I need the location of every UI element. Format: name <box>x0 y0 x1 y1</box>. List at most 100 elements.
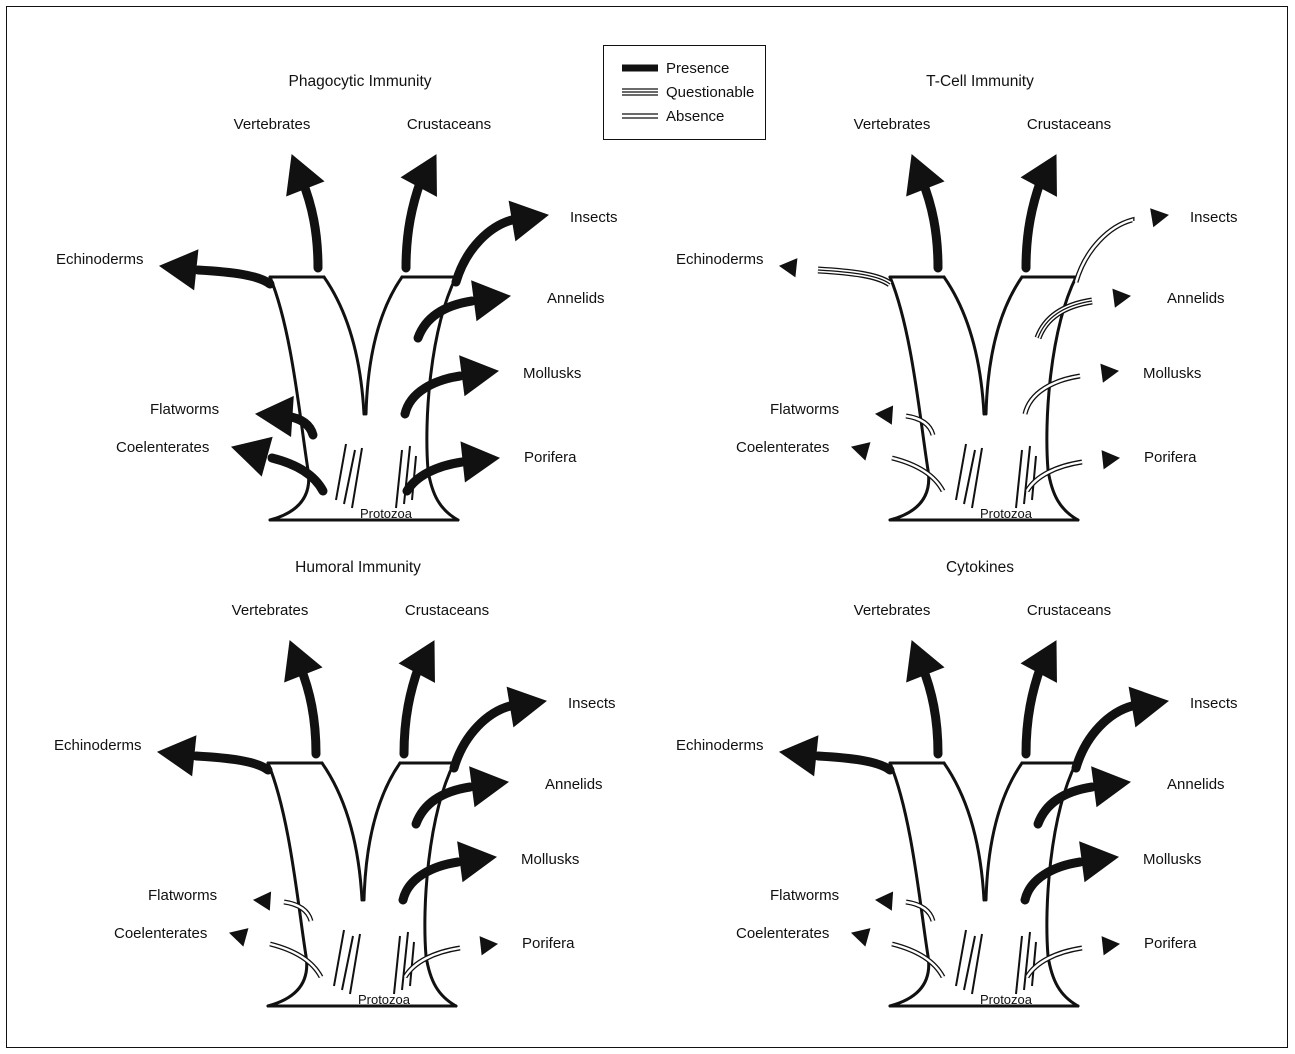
base-strands <box>334 930 414 994</box>
trunk-stroke-4 <box>986 277 1022 414</box>
legend: Presence Questionable Absence <box>603 45 766 140</box>
echinoderms-line <box>196 756 268 770</box>
label-coelenterates: Coelenterates <box>114 925 207 942</box>
insects-line-inner <box>1076 220 1132 282</box>
vertebrates-line <box>302 180 318 268</box>
trunk-stroke-2 <box>890 763 929 1006</box>
insects-arrowhead <box>1129 687 1168 726</box>
annelids-line <box>416 787 470 824</box>
label-protozoa: Protozoa <box>980 506 1033 521</box>
label-title: Phagocytic Immunity <box>289 73 432 90</box>
absence-line-swatch <box>622 110 658 122</box>
label-porifera: Porifera <box>524 449 577 466</box>
flatworms-arrowhead <box>256 397 293 437</box>
base-strand-0 <box>336 444 346 500</box>
branch-mollusks-presence <box>405 356 498 414</box>
branch-crustaceans-presence <box>402 155 437 268</box>
vertebrates-line <box>922 666 938 754</box>
trunk-stroke-4 <box>986 763 1022 900</box>
coelenterates-line-inner <box>270 944 321 977</box>
base-strand-4 <box>1024 446 1030 504</box>
label-title: Humoral Immunity <box>295 559 421 576</box>
label-porifera: Porifera <box>1144 449 1197 466</box>
label-insects: Insects <box>570 209 618 226</box>
label-mollusks: Mollusks <box>521 851 579 868</box>
insects-line <box>1076 706 1132 768</box>
branch-porifera-presence <box>407 442 499 491</box>
branch-flatworms-absence <box>876 892 933 921</box>
insects-arrowhead <box>507 687 546 726</box>
base-strand-3 <box>394 936 400 994</box>
trunk-stroke-4 <box>364 763 400 900</box>
label-protozoa: Protozoa <box>360 506 413 521</box>
label-coelenterates: Coelenterates <box>736 439 829 456</box>
mollusks-line <box>405 376 460 414</box>
porifera-arrowhead <box>1102 937 1119 954</box>
branch-flatworms-absence <box>254 892 311 921</box>
base-strand-0 <box>956 930 966 986</box>
coelenterates-line-outer <box>892 458 943 491</box>
label-flatworms: Flatworms <box>148 887 217 904</box>
coelenterates-arrowhead <box>232 437 272 475</box>
branch-insects-presence <box>1076 687 1168 768</box>
trunk-stroke-3 <box>944 763 984 900</box>
base-strands <box>956 930 1036 994</box>
branch-vertebrates-presence <box>907 155 944 268</box>
branch-echinoderms-questionable <box>780 259 890 284</box>
branch-crustaceans-presence <box>1022 641 1057 754</box>
trunk-stroke-3 <box>324 277 364 414</box>
echinoderms-arrowhead <box>160 250 198 289</box>
base-strands <box>956 444 1036 508</box>
label-vertebrates: Vertebrates <box>234 116 311 133</box>
base-strands <box>336 444 416 508</box>
echinoderms-line <box>198 270 270 284</box>
label-flatworms: Flatworms <box>770 401 839 418</box>
label-echinoderms: Echinoderms <box>676 737 764 754</box>
coelenterates-line <box>272 458 323 491</box>
coelenterates-line-outer <box>892 944 943 977</box>
branch-mollusks-presence <box>1025 842 1118 900</box>
label-annelids: Annelids <box>1167 776 1225 793</box>
label-coelenterates: Coelenterates <box>116 439 209 456</box>
annelids-line <box>1038 787 1092 824</box>
trunk-stroke-2 <box>890 277 929 520</box>
mollusks-arrowhead <box>1101 364 1118 381</box>
branch-crustaceans-presence <box>400 641 435 754</box>
label-annelids: Annelids <box>1167 290 1225 307</box>
echinoderms-line <box>818 756 890 770</box>
echinoderms-arrowhead <box>780 259 797 277</box>
coelenterates-line-inner <box>892 458 943 491</box>
label-crustaceans: Crustaceans <box>405 602 489 619</box>
coelenterates-line-outer <box>270 944 321 977</box>
branch-echinoderms-presence <box>780 736 890 775</box>
branch-annelids-questionable <box>1038 289 1130 338</box>
label-echinoderms: Echinoderms <box>56 251 144 268</box>
mollusks-line <box>1025 862 1080 900</box>
crustaceans-line <box>406 180 421 268</box>
flatworms-arrowhead <box>876 406 893 424</box>
label-vertebrates: Vertebrates <box>854 602 931 619</box>
label-flatworms: Flatworms <box>150 401 219 418</box>
label-crustaceans: Crustaceans <box>1027 602 1111 619</box>
coelenterates-arrowhead <box>852 443 870 460</box>
label-echinoderms: Echinoderms <box>676 251 764 268</box>
crustaceans-line <box>404 666 419 754</box>
mollusks-arrowhead <box>460 356 498 395</box>
echinoderms-arrowhead <box>158 736 196 775</box>
panel-humoral-immunity: Humoral ImmunityVertebratesCrustaceansIn… <box>54 559 616 1007</box>
insects-line-outer <box>1076 220 1132 282</box>
trunk-stroke-3 <box>322 763 362 900</box>
porifera-arrowhead <box>1102 451 1119 468</box>
vertebrates-line <box>922 180 938 268</box>
questionable-line-swatch <box>622 86 658 98</box>
branch-mollusks-presence <box>403 842 496 900</box>
coelenterates-arrowhead <box>852 929 870 946</box>
legend-item-presence: Presence <box>622 57 729 79</box>
label-vertebrates: Vertebrates <box>232 602 309 619</box>
branch-mollusks-absence <box>1025 364 1118 414</box>
insects-line <box>456 220 512 282</box>
branch-insects-presence <box>456 201 548 282</box>
label-vertebrates: Vertebrates <box>854 116 931 133</box>
